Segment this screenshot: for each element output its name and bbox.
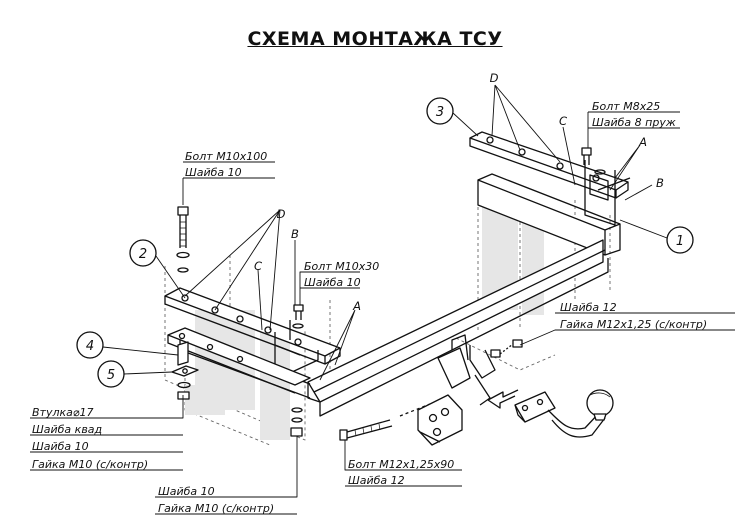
callout-4-number: 4 [86, 339, 94, 354]
hitch-socket-bracket [417, 334, 496, 446]
label-washer-10-bottom: Шайба 10 [158, 485, 215, 498]
letter-b-left: B [291, 227, 299, 241]
bolt-m10x100 [176, 206, 190, 273]
callout-5-number: 5 [107, 368, 115, 383]
letter-d-top: D [490, 71, 499, 85]
label-washer-10-mid: Шайба 10 [304, 276, 361, 289]
bolt-m12x90 [339, 403, 431, 441]
right-mounting-plate [469, 131, 629, 199]
diagram-title: СХЕМА МОНТАЖА ТСУ [247, 28, 503, 50]
letter-d-left: D [277, 207, 286, 221]
bottom-nuts-left [177, 381, 303, 437]
callout-2-number: 2 [139, 247, 147, 262]
leader-lines [30, 84, 735, 515]
label-nut-m10-bottom: Гайка M10 (с/контр) [158, 502, 274, 515]
label-bushing-17: Втулка⌀17 [32, 406, 94, 419]
square-washer-part [171, 341, 199, 377]
label-washer-12-bottom: Шайба 12 [348, 474, 405, 487]
label-bolt-m10x30: Болт M10x30 [304, 260, 379, 273]
bolt-m8x25 [581, 147, 606, 175]
label-washer-10-top: Шайба 10 [185, 166, 242, 179]
left-mounting-plate [164, 287, 341, 365]
label-nut-m10-left: Гайка M10 (с/контр) [32, 458, 148, 471]
label-washer-10-left: Шайба 10 [32, 440, 89, 453]
bolt-m10x30 [292, 304, 304, 329]
label-bolt-m12x90: Болт M12x1,25x90 [348, 458, 454, 471]
label-bolt-m10x100: Болт M10x100 [185, 150, 267, 163]
nut-m12-set [490, 339, 523, 358]
label-washer-12-right: Шайба 12 [560, 301, 617, 314]
letter-c-top: C [559, 114, 567, 128]
insertion-arrow [487, 389, 519, 409]
callout-circles [76, 97, 694, 388]
label-bolt-m8x25: Болт M8x25 [592, 100, 660, 113]
letter-b-top: B [656, 176, 664, 190]
label-nut-m12: Гайка M12x1,25 (с/контр) [560, 318, 707, 331]
label-washer-square: Шайба квад [32, 423, 102, 436]
tow-ball-assembly [514, 389, 614, 438]
letter-a-left: A [352, 299, 361, 313]
lower-left-plate [167, 327, 311, 394]
callout-3-number: 3 [436, 105, 444, 120]
callout-1-number: 1 [676, 234, 684, 249]
letter-c-left: C [254, 259, 262, 273]
label-washer-8-spring: Шайба 8 пруж [592, 116, 676, 129]
letter-a-top: A [638, 135, 647, 149]
